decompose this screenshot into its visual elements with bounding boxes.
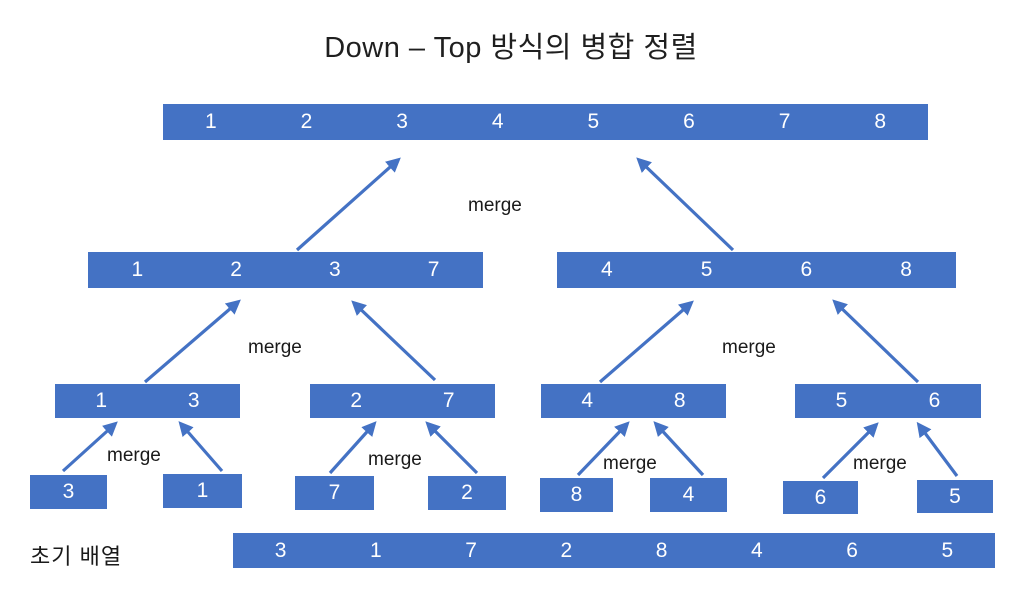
single-element: 4 [650,478,727,512]
array-value: 3 [396,110,408,133]
merge-label: merge [107,445,161,466]
array-value: 7 [328,481,341,504]
array-value: 8 [900,258,912,281]
array-value: 6 [814,485,827,509]
merge-label: merge [368,449,422,470]
array-value: 4 [581,389,594,412]
array-value: 2 [560,538,573,562]
pair-array: 4 8 [541,384,726,418]
array-value: 3 [329,258,341,281]
initial-array-label: 초기 배열 [30,544,123,569]
merge-arrow [425,421,479,475]
merge-arrow [351,300,437,382]
merge-label: merge [248,337,302,358]
pair-array: 2 7 [310,384,495,418]
initial-array: 3 1 7 2 8 4 6 5 [233,533,995,568]
array-value: 2 [230,258,242,281]
merge-label: merge [722,337,776,358]
merge-label: merge [468,195,522,216]
array-value: 4 [682,483,695,506]
single-element: 5 [917,480,993,513]
array-value: 3 [274,538,287,562]
array-value: 8 [655,538,668,562]
array-value: 1 [131,258,144,281]
array-value: 1 [95,389,108,412]
array-value: 5 [700,258,713,281]
pair-array: 5 6 [795,384,981,418]
merge-label: merge [603,453,657,474]
merge-label: merge [853,453,907,474]
array-value: 3 [187,389,200,412]
merge-arrow [295,157,401,252]
array-value: 4 [751,538,763,562]
array-value: 3 [62,480,75,503]
array-value: 2 [350,389,363,412]
merge-arrow [178,421,224,473]
array-value: 7 [465,538,477,562]
merge-arrow [636,157,735,252]
single-element: 1 [163,474,242,508]
array-value: 1 [196,479,209,502]
array-value: 7 [778,110,791,133]
half-array-left: 1 2 3 7 [88,252,483,288]
array-value: 5 [587,110,600,133]
merge-arrow [832,299,920,384]
array-value: 5 [835,389,848,412]
diagram-title: Down – Top 방식의 병합 정렬 [324,32,698,64]
array-value: 1 [204,110,217,133]
array-value: 4 [491,110,504,133]
array-value: 5 [941,538,954,562]
single-element: 8 [540,478,613,512]
sorted-array: 1 2 3 4 5 6 7 8 [163,104,928,140]
single-element: 2 [428,476,506,510]
pair-array: 1 3 [55,384,240,418]
merge-arrow [143,299,241,384]
array-value: 6 [846,538,858,562]
single-element: 6 [783,481,858,514]
array-value: 8 [570,483,583,506]
array-value: 6 [683,110,695,133]
merge-arrow [653,421,705,477]
array-value: 7 [442,389,455,412]
single-element: 3 [30,475,107,509]
array-value: 6 [928,389,941,412]
array-value: 2 [461,481,473,504]
merge-arrow [916,421,959,477]
array-value: 8 [673,389,686,412]
array-value: 7 [427,258,440,281]
array-value: 2 [300,110,313,133]
array-value: 6 [800,258,813,281]
array-value: 5 [949,484,961,508]
array-value: 1 [370,538,382,562]
merge-arrow [598,300,694,384]
single-element: 7 [295,476,374,510]
array-value: 8 [874,110,887,133]
array-value: 4 [601,258,613,281]
half-array-right: 4 5 6 8 [557,252,956,288]
